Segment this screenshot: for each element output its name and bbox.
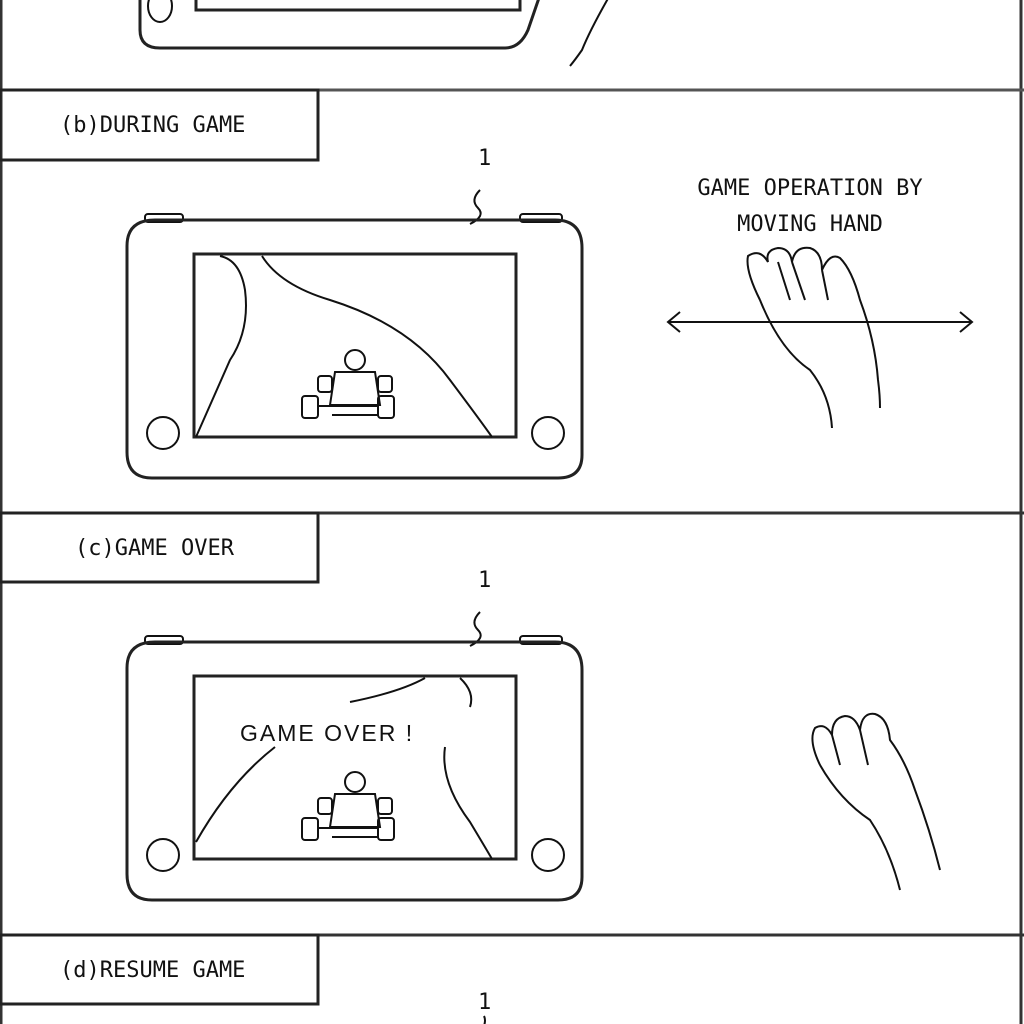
panel-b: (b)DURING GAME 1 GAME OPERATION BY MOVIN…: [0, 88, 974, 480]
panel-d: (d)RESUME GAME 1: [0, 933, 491, 1024]
panel-d-label: (d)RESUME GAME: [60, 958, 245, 983]
panel-c-label: (c)GAME OVER: [75, 536, 235, 561]
panel-d-label-box: [0, 933, 320, 1006]
panel-b-label-box: [0, 88, 320, 162]
hand-outline-a: [569, 0, 609, 67]
open-hand-icon: [746, 246, 881, 429]
panel-c-label-box: [0, 511, 320, 584]
game-device: [125, 189, 584, 480]
panel-d-ref: 1: [478, 990, 491, 1015]
panel-c: (c)GAME OVER 1 GAME OVER !: [0, 511, 941, 902]
panel-b-label: (b)DURING GAME: [60, 113, 245, 138]
double-arrow-icon: [666, 311, 974, 333]
hand-icon: [811, 712, 941, 891]
game-device: [125, 611, 584, 902]
panel-b-ref: 1: [478, 146, 491, 171]
kart-icon: [301, 771, 395, 841]
kart-icon: [301, 349, 395, 419]
panel-a-device-partial: [138, 0, 609, 67]
panel-c-ref: 1: [478, 568, 491, 593]
caption-line-1: GAME OPERATION BY: [697, 176, 922, 201]
caption-line-2: MOVING HAND: [737, 212, 883, 237]
game-over-screen-text: GAME OVER !: [240, 720, 414, 746]
